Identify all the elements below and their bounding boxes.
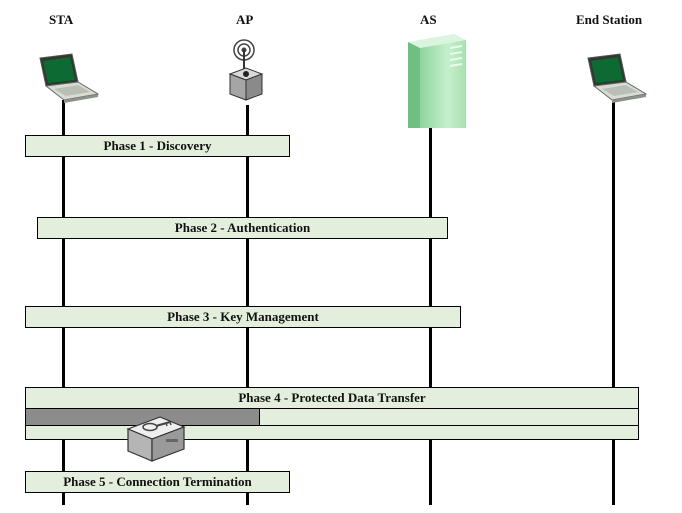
phase-4-bar: Phase 4 - Protected Data Transfer [25, 387, 639, 409]
laptop-icon [39, 53, 100, 103]
phase-4-lower-strip [25, 425, 639, 440]
access-point-icon [228, 39, 264, 101]
phase-1-bar: Phase 1 - Discovery [25, 135, 290, 157]
ap-label: AP [236, 12, 254, 27]
sta-lifeline [62, 100, 65, 505]
server-icon [408, 34, 466, 128]
laptop-icon [587, 53, 648, 103]
phase-2-bar: Phase 2 - Authentication [37, 217, 448, 239]
end-station-label: End Station [576, 12, 643, 27]
as-label: AS [420, 12, 437, 27]
phase-5-bar: Phase 5 - Connection Termination [25, 471, 290, 493]
end-station-lifeline [612, 100, 615, 505]
sta-label: STA [49, 12, 74, 27]
phase-3-bar: Phase 3 - Key Management [25, 306, 461, 328]
lock-box-icon [126, 416, 186, 462]
ap-lifeline [246, 105, 249, 505]
